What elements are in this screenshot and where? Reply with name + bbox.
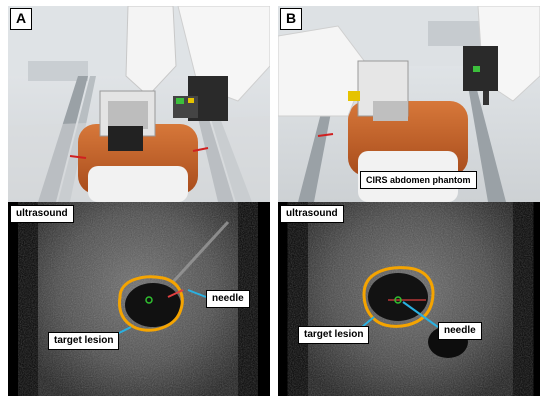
needle-tip-marker-b <box>394 296 402 304</box>
needle-label-b: needle <box>438 322 482 340</box>
target-lesion-label-a: target lesion <box>48 332 120 350</box>
lesion-outline-b <box>362 266 435 328</box>
ultrasound-label-a: ultrasound <box>10 205 74 223</box>
target-lesion-label-b: target lesion <box>298 326 370 344</box>
ultrasound-image-a <box>8 202 270 396</box>
lesion-outline-a <box>118 275 184 332</box>
phantom-label: CIRS abdomen phantom <box>360 171 477 189</box>
panel-letter-b: B <box>280 8 302 30</box>
needle-tip-marker-a <box>145 296 153 304</box>
figure-panel-b: B CIRS abdomen phantom ultrasound needle… <box>278 6 540 396</box>
robot-photo-a <box>8 6 270 202</box>
panel-letter-a: A <box>10 8 32 30</box>
ultrasound-label-b: ultrasound <box>280 205 344 223</box>
needle-label-a: needle <box>206 290 250 308</box>
robot-photo-b <box>278 6 540 202</box>
figure-panel-a: A ultrasound needle target lesion <box>8 6 270 396</box>
ultrasound-image-b <box>278 202 540 396</box>
